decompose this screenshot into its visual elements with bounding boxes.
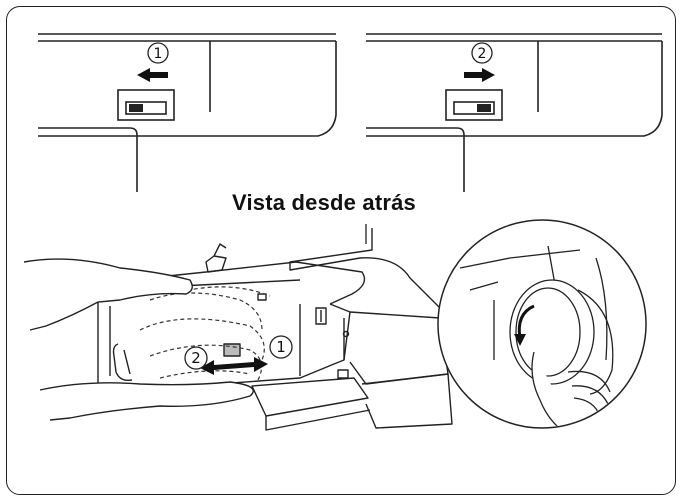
handwheel-inset (437, 219, 647, 429)
step-number: 2 (478, 46, 487, 62)
double-arrow-icon (200, 357, 268, 375)
view-caption: Vista desde atrás (232, 190, 416, 215)
step-number: 1 (276, 338, 286, 356)
circled-step-two-top: 2 (471, 42, 493, 64)
panel-step-one (38, 33, 337, 192)
step-number: 2 (191, 349, 201, 367)
step-number: 1 (154, 46, 163, 62)
arrow-right-icon (464, 68, 495, 82)
arrow-left-icon (137, 68, 168, 82)
circled-step-one-bottom: 1 (269, 335, 293, 359)
hand-left-solid (23, 258, 254, 421)
rotate-counter-clockwise-icon (514, 304, 535, 346)
panel-step-two (366, 33, 663, 192)
circled-step-one-top: 1 (147, 42, 169, 64)
circled-step-two-bottom: 2 (184, 346, 208, 370)
